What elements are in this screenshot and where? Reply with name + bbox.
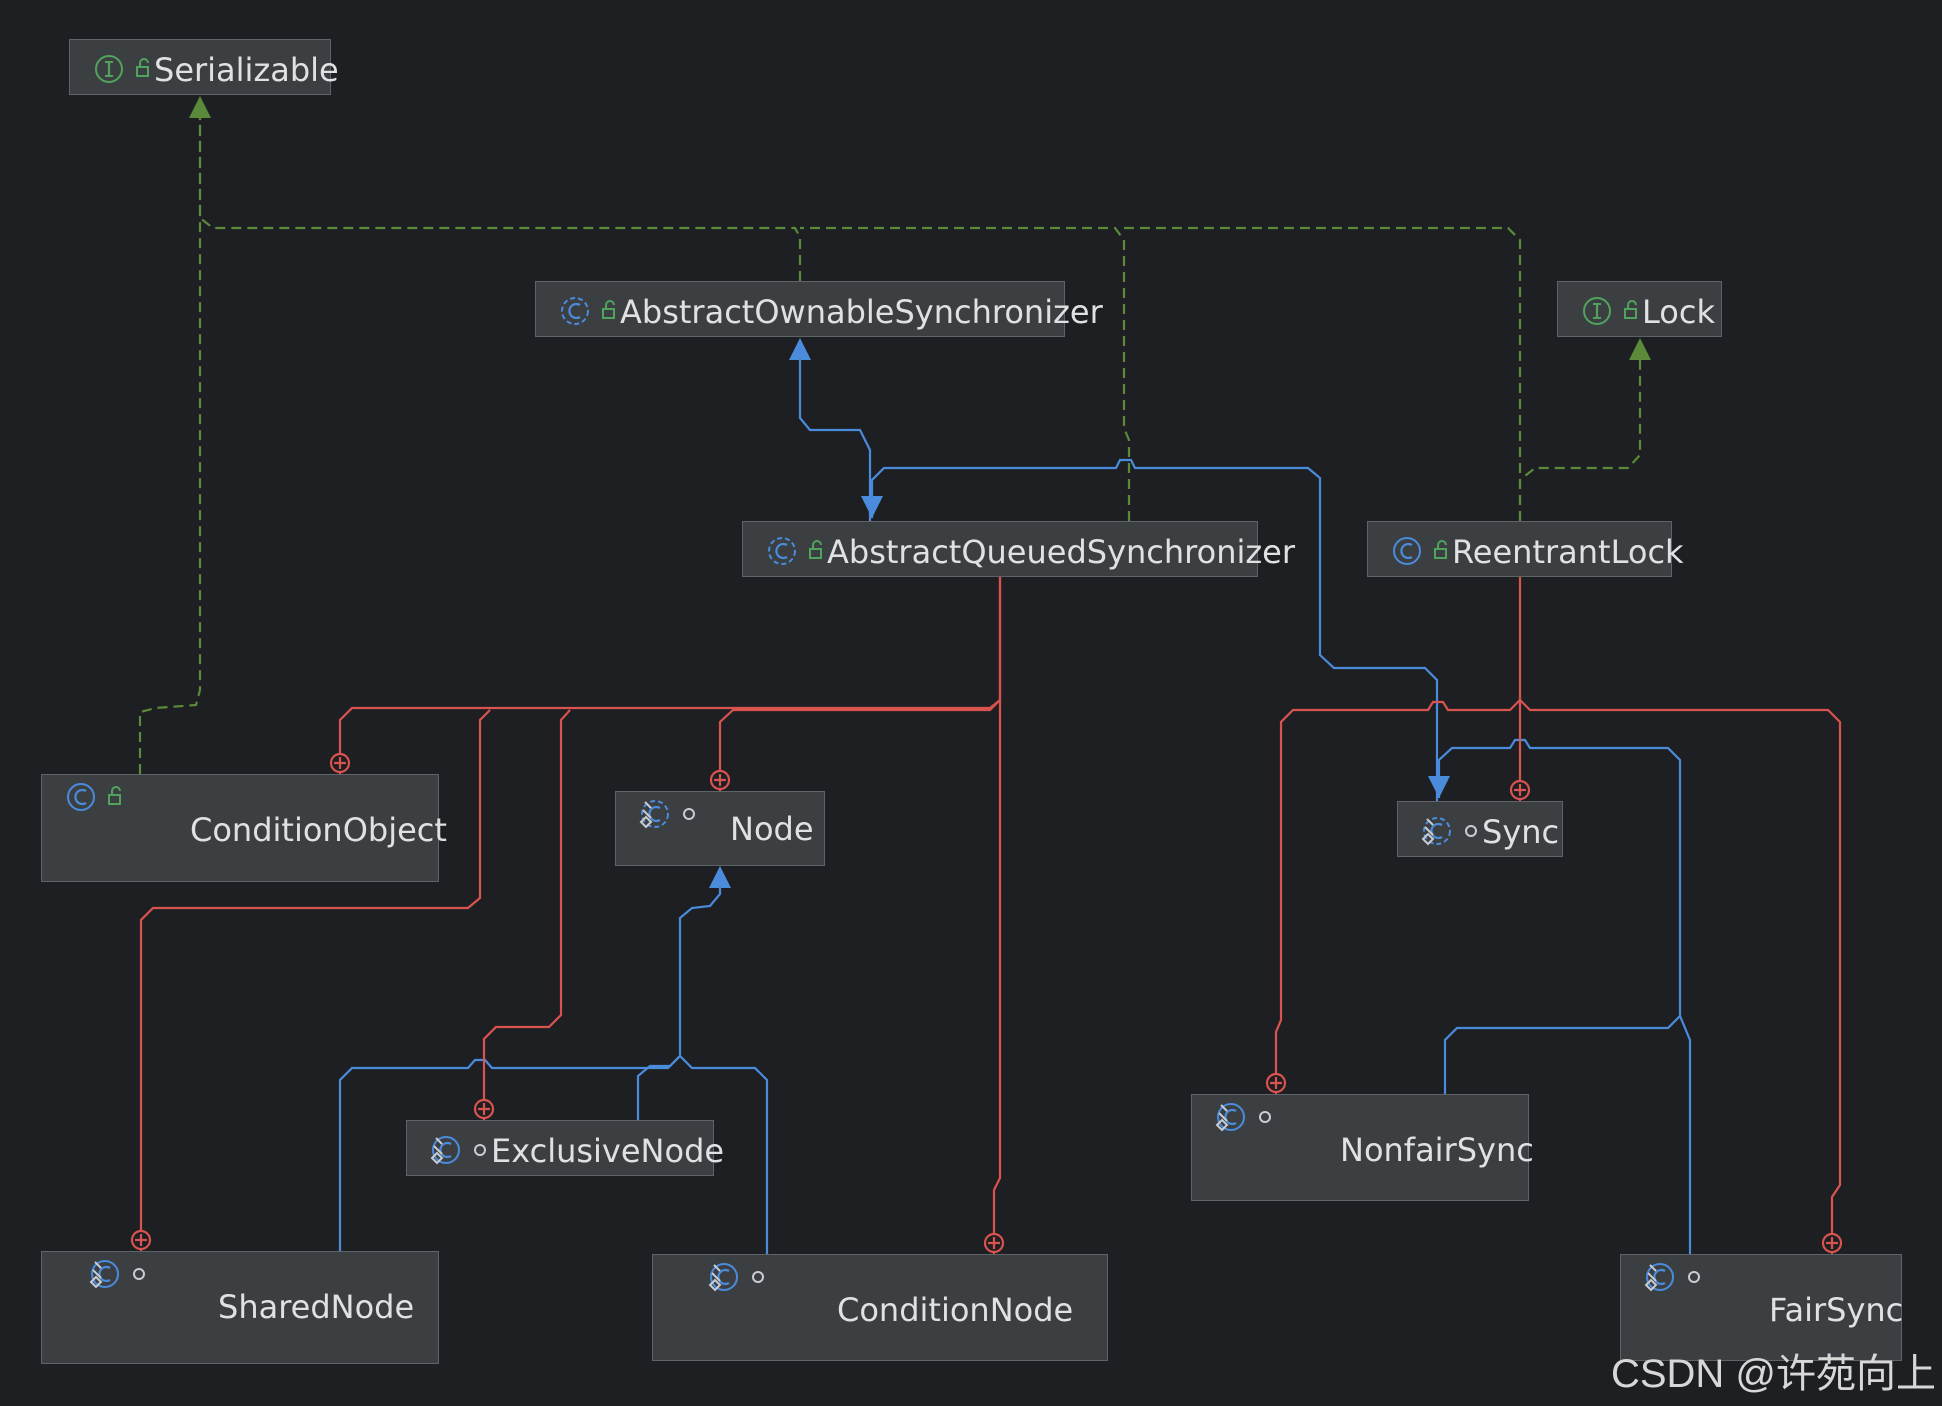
edge-extends-nonfair-sync-to-sync (1437, 738, 1682, 1094)
arrowhead-abstract-queued-synchronizer (861, 496, 883, 518)
edge-inner-abstract-queued-synchronizer-to-shared-node (139, 709, 491, 1251)
edge-inner-abstract-queued-synchronizer-to-exclusive-node (482, 709, 571, 1120)
node-abstract-queued-synchronizer[interactable]: AbstractQueuedSynchronizer (742, 521, 1295, 577)
static-abstract-class-icon (639, 800, 695, 829)
edge-implements-reentrant-lock-to-lock (1518, 342, 1642, 521)
class-icon (67, 783, 121, 811)
edge-implements-abstract-queued-synchronizer-to-serializable (800, 226, 1131, 521)
node-label: Node (730, 810, 814, 848)
arrowhead-serializable (189, 96, 211, 118)
inner-marker-nonfair-sync (1265, 1072, 1287, 1094)
node-nonfair-sync[interactable]: NonfairSync (1191, 1094, 1534, 1201)
abstract-class-icon (561, 297, 615, 325)
edge-extends-exclusive-node-to-node (636, 870, 722, 1120)
node-reentrant-lock[interactable]: ReentrantLock (1367, 521, 1684, 577)
node-condition-node[interactable]: ConditionNode (652, 1254, 1108, 1361)
node-label: NonfairSync (1340, 1131, 1534, 1169)
arrowhead-abstract-ownable-synchronizer (789, 338, 811, 360)
node-lock[interactable]: Lock (1557, 281, 1722, 337)
static-class-icon (1215, 1103, 1271, 1132)
interface-icon (1583, 297, 1637, 325)
edge-extends-sync-to-abstract-queued-synchronizer (870, 458, 1439, 801)
node-fair-sync[interactable]: FairSync (1620, 1254, 1904, 1361)
edge-extends-abstract-queued-synchronizer-to-abstract-ownable-synchronizer (798, 342, 872, 521)
watermark: CSDN @许苑向上 (1610, 1352, 1936, 1396)
node-label: Serializable (154, 51, 339, 89)
inner-marker-fair-sync (1821, 1232, 1843, 1254)
inner-marker-condition-object (329, 752, 351, 774)
node-sync[interactable]: Sync (1397, 801, 1563, 857)
interface-icon (95, 55, 149, 83)
static-abstract-class-icon (1421, 817, 1477, 846)
node-label: ReentrantLock (1452, 533, 1684, 571)
node-shared-node[interactable]: SharedNode (41, 1251, 439, 1364)
static-class-icon (430, 1136, 486, 1165)
edge-inner-abstract-queued-synchronizer-to-condition-object (338, 577, 1002, 774)
node-label: ConditionNode (837, 1291, 1074, 1329)
edge-inner-abstract-queued-synchronizer-to-node (718, 699, 1001, 791)
inner-marker-exclusive-node (473, 1098, 495, 1120)
arrowhead-sync (1428, 776, 1450, 798)
abstract-class-icon (768, 537, 822, 565)
inner-marker-sync (1509, 779, 1531, 801)
edge-extends-fair-sync-to-sync (1678, 1015, 1692, 1254)
node-serializable[interactable]: Serializable (69, 39, 339, 95)
node-node[interactable]: Node (615, 791, 825, 866)
inner-marker-shared-node (130, 1229, 152, 1251)
node-label: AbstractOwnableSynchronizer (620, 293, 1103, 331)
arrowhead-lock (1629, 338, 1651, 360)
inner-marker-node (709, 769, 731, 791)
node-label: AbstractQueuedSynchronizer (827, 533, 1296, 571)
class-icon (1393, 537, 1447, 565)
inner-marker-condition-node (983, 1232, 1005, 1254)
static-class-icon (89, 1260, 145, 1289)
edge-extends-condition-node-to-node (679, 1055, 769, 1254)
node-exclusive-node[interactable]: ExclusiveNode (406, 1120, 724, 1176)
static-class-icon (1644, 1263, 1700, 1292)
edge-extends-shared-node-to-node (338, 1055, 681, 1251)
node-condition-object[interactable]: ConditionObject (41, 774, 447, 882)
node-label: FairSync (1769, 1291, 1904, 1329)
node-abstract-ownable-synchronizer[interactable]: AbstractOwnableSynchronizer (535, 281, 1103, 337)
edge-inner-abstract-queued-synchronizer-to-condition-node (992, 577, 1002, 1254)
edge-implements-abstract-ownable-synchronizer-to-serializable (198, 100, 802, 281)
node-label: Sync (1482, 813, 1560, 851)
node-label: ConditionObject (190, 811, 447, 849)
edge-inner-reentrant-lock-to-nonfair-sync (1274, 699, 1521, 1094)
edge-inner-reentrant-lock-to-fair-sync (1519, 699, 1842, 1254)
node-label: SharedNode (218, 1288, 415, 1326)
arrowhead-node (709, 866, 731, 888)
static-class-icon (708, 1263, 764, 1292)
edge-implements-reentrant-lock-to-serializable (1124, 226, 1522, 521)
edge-implements-condition-object-to-serializable (138, 100, 202, 774)
node-label: Lock (1642, 293, 1715, 331)
node-label: ExclusiveNode (491, 1132, 725, 1170)
